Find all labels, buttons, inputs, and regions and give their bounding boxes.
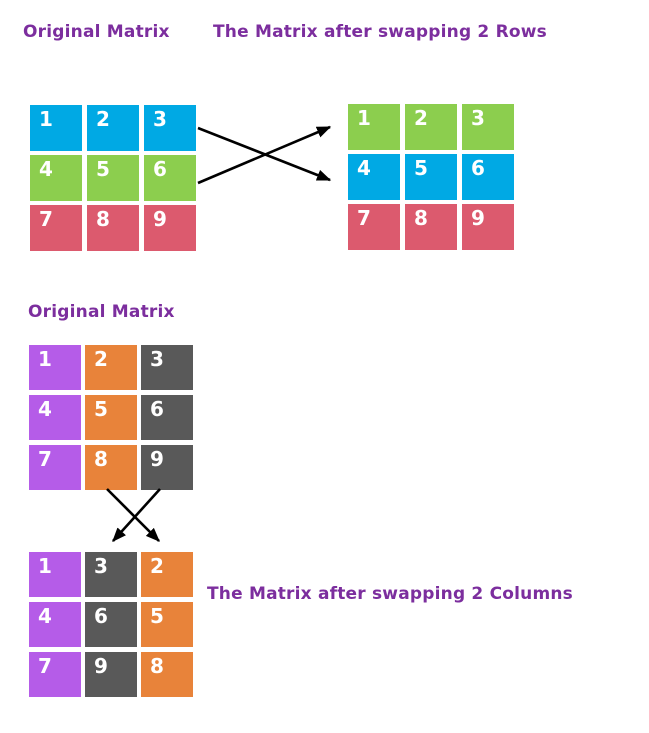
matrix-cell: 4	[30, 155, 82, 201]
original-matrix-cols: 1 2 3 4 5 6 7 8 9	[29, 345, 193, 490]
matrix-cell: 4	[29, 602, 81, 647]
matrix-cell: 4	[348, 154, 400, 200]
matrix-cell: 2	[87, 105, 139, 151]
matrix-cell: 1	[29, 552, 81, 597]
matrix-cell: 9	[85, 652, 137, 697]
heading-cols-original: Original Matrix	[28, 302, 175, 322]
matrix-cell: 1	[348, 104, 400, 150]
result-matrix-rows-swapped: 1 2 3 4 5 6 7 8 9	[348, 104, 514, 250]
matrix-cell: 5	[85, 395, 137, 440]
matrix-cell: 5	[405, 154, 457, 200]
heading-rows-result: The Matrix after swapping 2 Rows	[213, 22, 547, 42]
heading-rows-original: Original Matrix	[23, 22, 170, 42]
matrix-cell: 2	[405, 104, 457, 150]
matrix-cell: 3	[141, 345, 193, 390]
matrix-cell: 6	[144, 155, 196, 201]
matrix-cell: 8	[141, 652, 193, 697]
matrix-cell: 6	[141, 395, 193, 440]
matrix-cell: 9	[141, 445, 193, 490]
heading-cols-result: The Matrix after swapping 2 Columns	[207, 584, 574, 604]
row-swap-arrow-up	[197, 125, 332, 185]
matrix-cell: 2	[85, 345, 137, 390]
col-swap-arrow-left	[112, 488, 161, 542]
matrix-cell: 5	[141, 602, 193, 647]
matrix-cell: 9	[144, 205, 196, 251]
matrix-cell: 3	[144, 105, 196, 151]
matrix-cell: 7	[29, 652, 81, 697]
matrix-cell: 8	[405, 204, 457, 250]
matrix-cell: 8	[87, 205, 139, 251]
matrix-cell: 5	[87, 155, 139, 201]
col-swap-arrow-right	[106, 488, 160, 542]
matrix-cell: 3	[85, 552, 137, 597]
matrix-cell: 6	[462, 154, 514, 200]
matrix-cell: 7	[348, 204, 400, 250]
row-swap-arrow-down	[197, 126, 332, 182]
matrix-cell: 8	[85, 445, 137, 490]
matrix-cell: 7	[29, 445, 81, 490]
matrix-cell: 2	[141, 552, 193, 597]
original-matrix-rows: 1 2 3 4 5 6 7 8 9	[30, 105, 196, 251]
matrix-cell: 7	[30, 205, 82, 251]
matrix-cell: 4	[29, 395, 81, 440]
result-matrix-cols-swapped: 1 3 2 4 6 5 7 9 8	[29, 552, 193, 697]
matrix-cell: 1	[30, 105, 82, 151]
matrix-cell: 6	[85, 602, 137, 647]
matrix-cell: 3	[462, 104, 514, 150]
matrix-cell: 1	[29, 345, 81, 390]
matrix-cell: 9	[462, 204, 514, 250]
